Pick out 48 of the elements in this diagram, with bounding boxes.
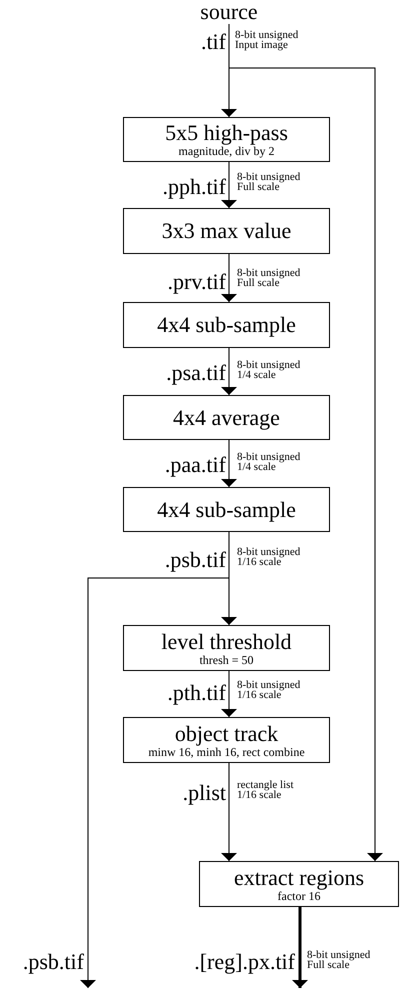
format-note: 8-bit unsigned 1/16 scale bbox=[237, 547, 302, 567]
arrow bbox=[221, 670, 237, 718]
edge-label: .pph.tif bbox=[162, 175, 226, 199]
format-note: 8-bit unsigned Input image bbox=[235, 30, 300, 50]
process-title: 4x4 sub-sample bbox=[157, 313, 296, 337]
edge-label: .[reg].px.tif bbox=[194, 950, 295, 974]
format-note: 8-bit unsigned 1/4 scale bbox=[237, 360, 302, 380]
format-note: 8-bit unsigned 1/16 scale bbox=[237, 680, 302, 700]
edge-label: .paa.tif bbox=[164, 453, 226, 477]
process-box bbox=[123, 395, 330, 440]
format-note: 8-bit unsigned Full scale bbox=[237, 268, 302, 288]
process-title: level threshold bbox=[161, 630, 292, 654]
process-box bbox=[123, 487, 330, 532]
edge-label: .plist bbox=[182, 781, 226, 805]
process-box bbox=[123, 302, 330, 348]
format-note: 8-bit unsigned 1/4 scale bbox=[237, 452, 302, 472]
arrow bbox=[228, 24, 383, 862]
process-title: extract regions bbox=[234, 866, 364, 890]
process-title: 3x3 max value bbox=[162, 219, 292, 243]
arrow bbox=[221, 162, 237, 208]
arrow bbox=[221, 348, 237, 396]
edge-label: .prv.tif bbox=[168, 270, 226, 294]
process-box bbox=[199, 861, 399, 907]
process-title: 4x4 average bbox=[173, 406, 280, 430]
parameter-text: thresh = 50 bbox=[199, 654, 254, 666]
parameter-text: factor 16 bbox=[278, 890, 320, 902]
edge-label: .tif bbox=[200, 30, 226, 54]
format-note: 8-bit unsigned Full scale bbox=[237, 172, 302, 192]
format-note: rectangle list 1/16 scale bbox=[237, 780, 295, 800]
arrow bbox=[221, 762, 237, 862]
edge-label: .psb.tif bbox=[164, 548, 226, 572]
process-box bbox=[123, 117, 330, 162]
source-label: source bbox=[200, 0, 258, 24]
arrow bbox=[221, 440, 237, 488]
arrow bbox=[292, 907, 308, 988]
process-title: 4x4 sub-sample bbox=[157, 498, 296, 522]
parameter-text: magnitude, div by 2 bbox=[178, 145, 274, 158]
format-note: 8-bit unsigned Full scale bbox=[307, 950, 372, 970]
process-box bbox=[123, 717, 330, 763]
process-box bbox=[123, 625, 330, 671]
edge-label: .pth.tif bbox=[167, 681, 226, 705]
arrow bbox=[221, 254, 237, 302]
parameter-text: minw 16, minh 16, rect combine bbox=[148, 746, 305, 758]
edge-label: .psb.tif bbox=[22, 950, 84, 974]
edge-label: .psa.tif bbox=[166, 361, 226, 385]
process-box bbox=[123, 208, 330, 254]
process-title: 5x5 high-pass bbox=[165, 121, 288, 145]
process-title: object track bbox=[174, 722, 278, 746]
